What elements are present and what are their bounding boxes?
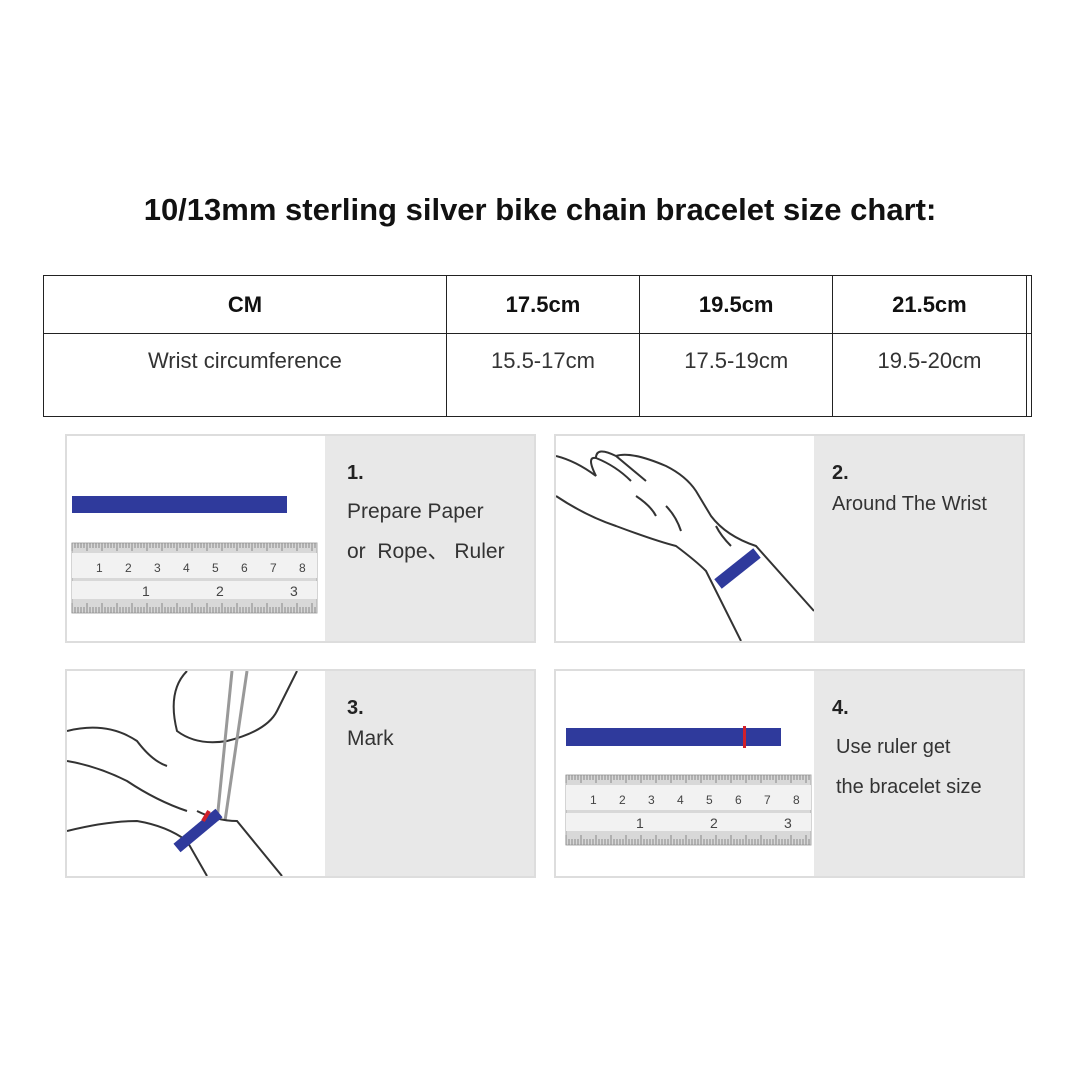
step-panel-2: 2. Around The Wrist (554, 434, 1025, 643)
ruler-cm-label: 1 (96, 561, 103, 575)
ruler-cm-label: 7 (764, 793, 771, 807)
size-table: CM 17.5cm 19.5cm 21.5cm Wrist circumfere… (43, 275, 1033, 417)
ruler-cm-label: 4 (183, 561, 190, 575)
header-cell: 17.5cm (445, 275, 641, 334)
table-cell: 15.5-17cm (445, 333, 641, 417)
ruler-inch-label: 3 (290, 583, 298, 599)
ruler-cm-label: 5 (212, 561, 219, 575)
ruler-inch-label: 1 (636, 815, 644, 831)
table-cell: 17.5-19cm (639, 333, 834, 417)
table-cell: 19.5-20cm (832, 333, 1027, 417)
step-number: 3. (347, 697, 364, 719)
step-text: Use ruler get the bracelet size (836, 736, 982, 798)
step-text: Around The Wrist (832, 493, 987, 515)
page-title: 10/13mm sterling silver bike chain brace… (143, 192, 937, 227)
ruler-inch-label: 2 (216, 583, 224, 599)
step-number: 4. (832, 697, 849, 719)
ruler-cm-label: 5 (706, 793, 713, 807)
paper-strip (566, 728, 781, 746)
header-cell: 19.5cm (639, 275, 834, 334)
ruler-cm-label: 2 (125, 561, 132, 575)
mark-line (743, 726, 746, 748)
ruler-inch-label: 1 (142, 583, 150, 599)
row-label: Wrist circumference (43, 333, 447, 417)
step-number: 1. (347, 462, 364, 484)
paper-strip (72, 496, 287, 513)
step-panel-3: 3. Mark (65, 669, 536, 878)
ruler-cm-label: 4 (677, 793, 684, 807)
ruler-cm-label: 3 (154, 561, 161, 575)
header-cell: CM (43, 275, 447, 334)
table-row: Wrist circumference 15.5-17cm 17.5-19cm … (43, 333, 1033, 417)
header-cell: 21.5cm (832, 275, 1027, 334)
ruler-cm-label: 2 (619, 793, 626, 807)
header-cell (1025, 275, 1033, 334)
ruler-cm-label: 6 (735, 793, 742, 807)
wrist-wrap-illustration (556, 450, 815, 641)
ruler-cm-label: 3 (648, 793, 655, 807)
table-header-row: CM 17.5cm 19.5cm 21.5cm (43, 275, 1033, 334)
step-text: Mark (347, 727, 394, 750)
ruler-cm-label: 7 (270, 561, 277, 575)
step-number: 2. (832, 462, 849, 484)
step-text: Prepare Paper or Rope、 Ruler (347, 500, 505, 563)
table-cell (1025, 333, 1033, 417)
ruler-cm-label: 6 (241, 561, 248, 575)
ruler-cm-label: 8 (299, 561, 306, 575)
ruler-cm-label: 8 (793, 793, 800, 807)
ruler-cm-label: 1 (590, 793, 597, 807)
ruler-inch-label: 3 (784, 815, 792, 831)
marking-wrist-illustration (67, 671, 298, 876)
ruler-inch-label: 2 (710, 815, 718, 831)
